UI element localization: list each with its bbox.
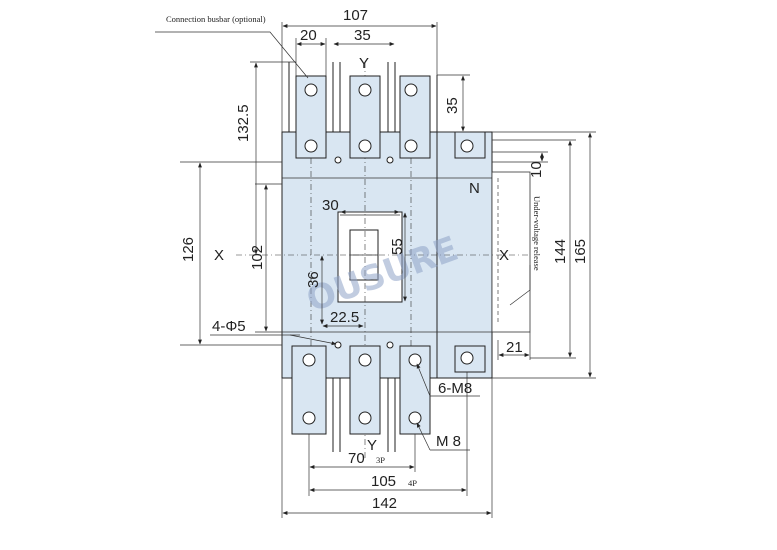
dim-102: 102 — [249, 245, 266, 270]
dim-30: 30 — [322, 197, 339, 214]
axis-x-left: X — [214, 247, 224, 264]
bottom-terminals — [291, 345, 486, 452]
dim-55: 55 — [389, 238, 406, 255]
busbar-screw-label: M 8 — [436, 433, 461, 450]
dim-21: 21 — [506, 339, 523, 356]
dim-144: 144 — [552, 239, 569, 264]
axis-y-top: Y — [359, 55, 369, 72]
mount-holes-label: 4-Φ5 — [212, 318, 246, 335]
dim-107: 107 — [343, 7, 368, 24]
mount-holes — [334, 156, 394, 349]
dim-1325: 132.5 — [235, 104, 252, 142]
axis-y-bottom: Y — [367, 437, 377, 454]
connection-busbar-label: Connection busbar (optional) — [166, 14, 266, 24]
dim-165: 165 — [572, 239, 589, 264]
dim-225: 22.5 — [330, 309, 359, 326]
axis-x-right: X — [499, 247, 509, 264]
terminal-screws-label: 6-M8 — [438, 380, 472, 397]
undervoltage-release-label: Under-voltage release — [532, 196, 542, 271]
dim-142: 142 — [372, 495, 397, 512]
dim-36: 36 — [305, 271, 322, 288]
neutral-label: N — [469, 180, 480, 197]
dim-35-right: 35 — [444, 97, 461, 114]
dim-35-pitch: 35 — [354, 27, 371, 44]
pole-4p-label: 4P — [408, 478, 417, 488]
dim-126: 126 — [180, 237, 197, 262]
dim-10: 10 — [528, 161, 545, 178]
top-terminals — [288, 62, 486, 159]
dim-20: 20 — [300, 27, 317, 44]
pole-3p-label: 3P — [376, 455, 385, 465]
dim-70: 70 — [348, 450, 365, 467]
dim-105: 105 — [371, 473, 396, 490]
